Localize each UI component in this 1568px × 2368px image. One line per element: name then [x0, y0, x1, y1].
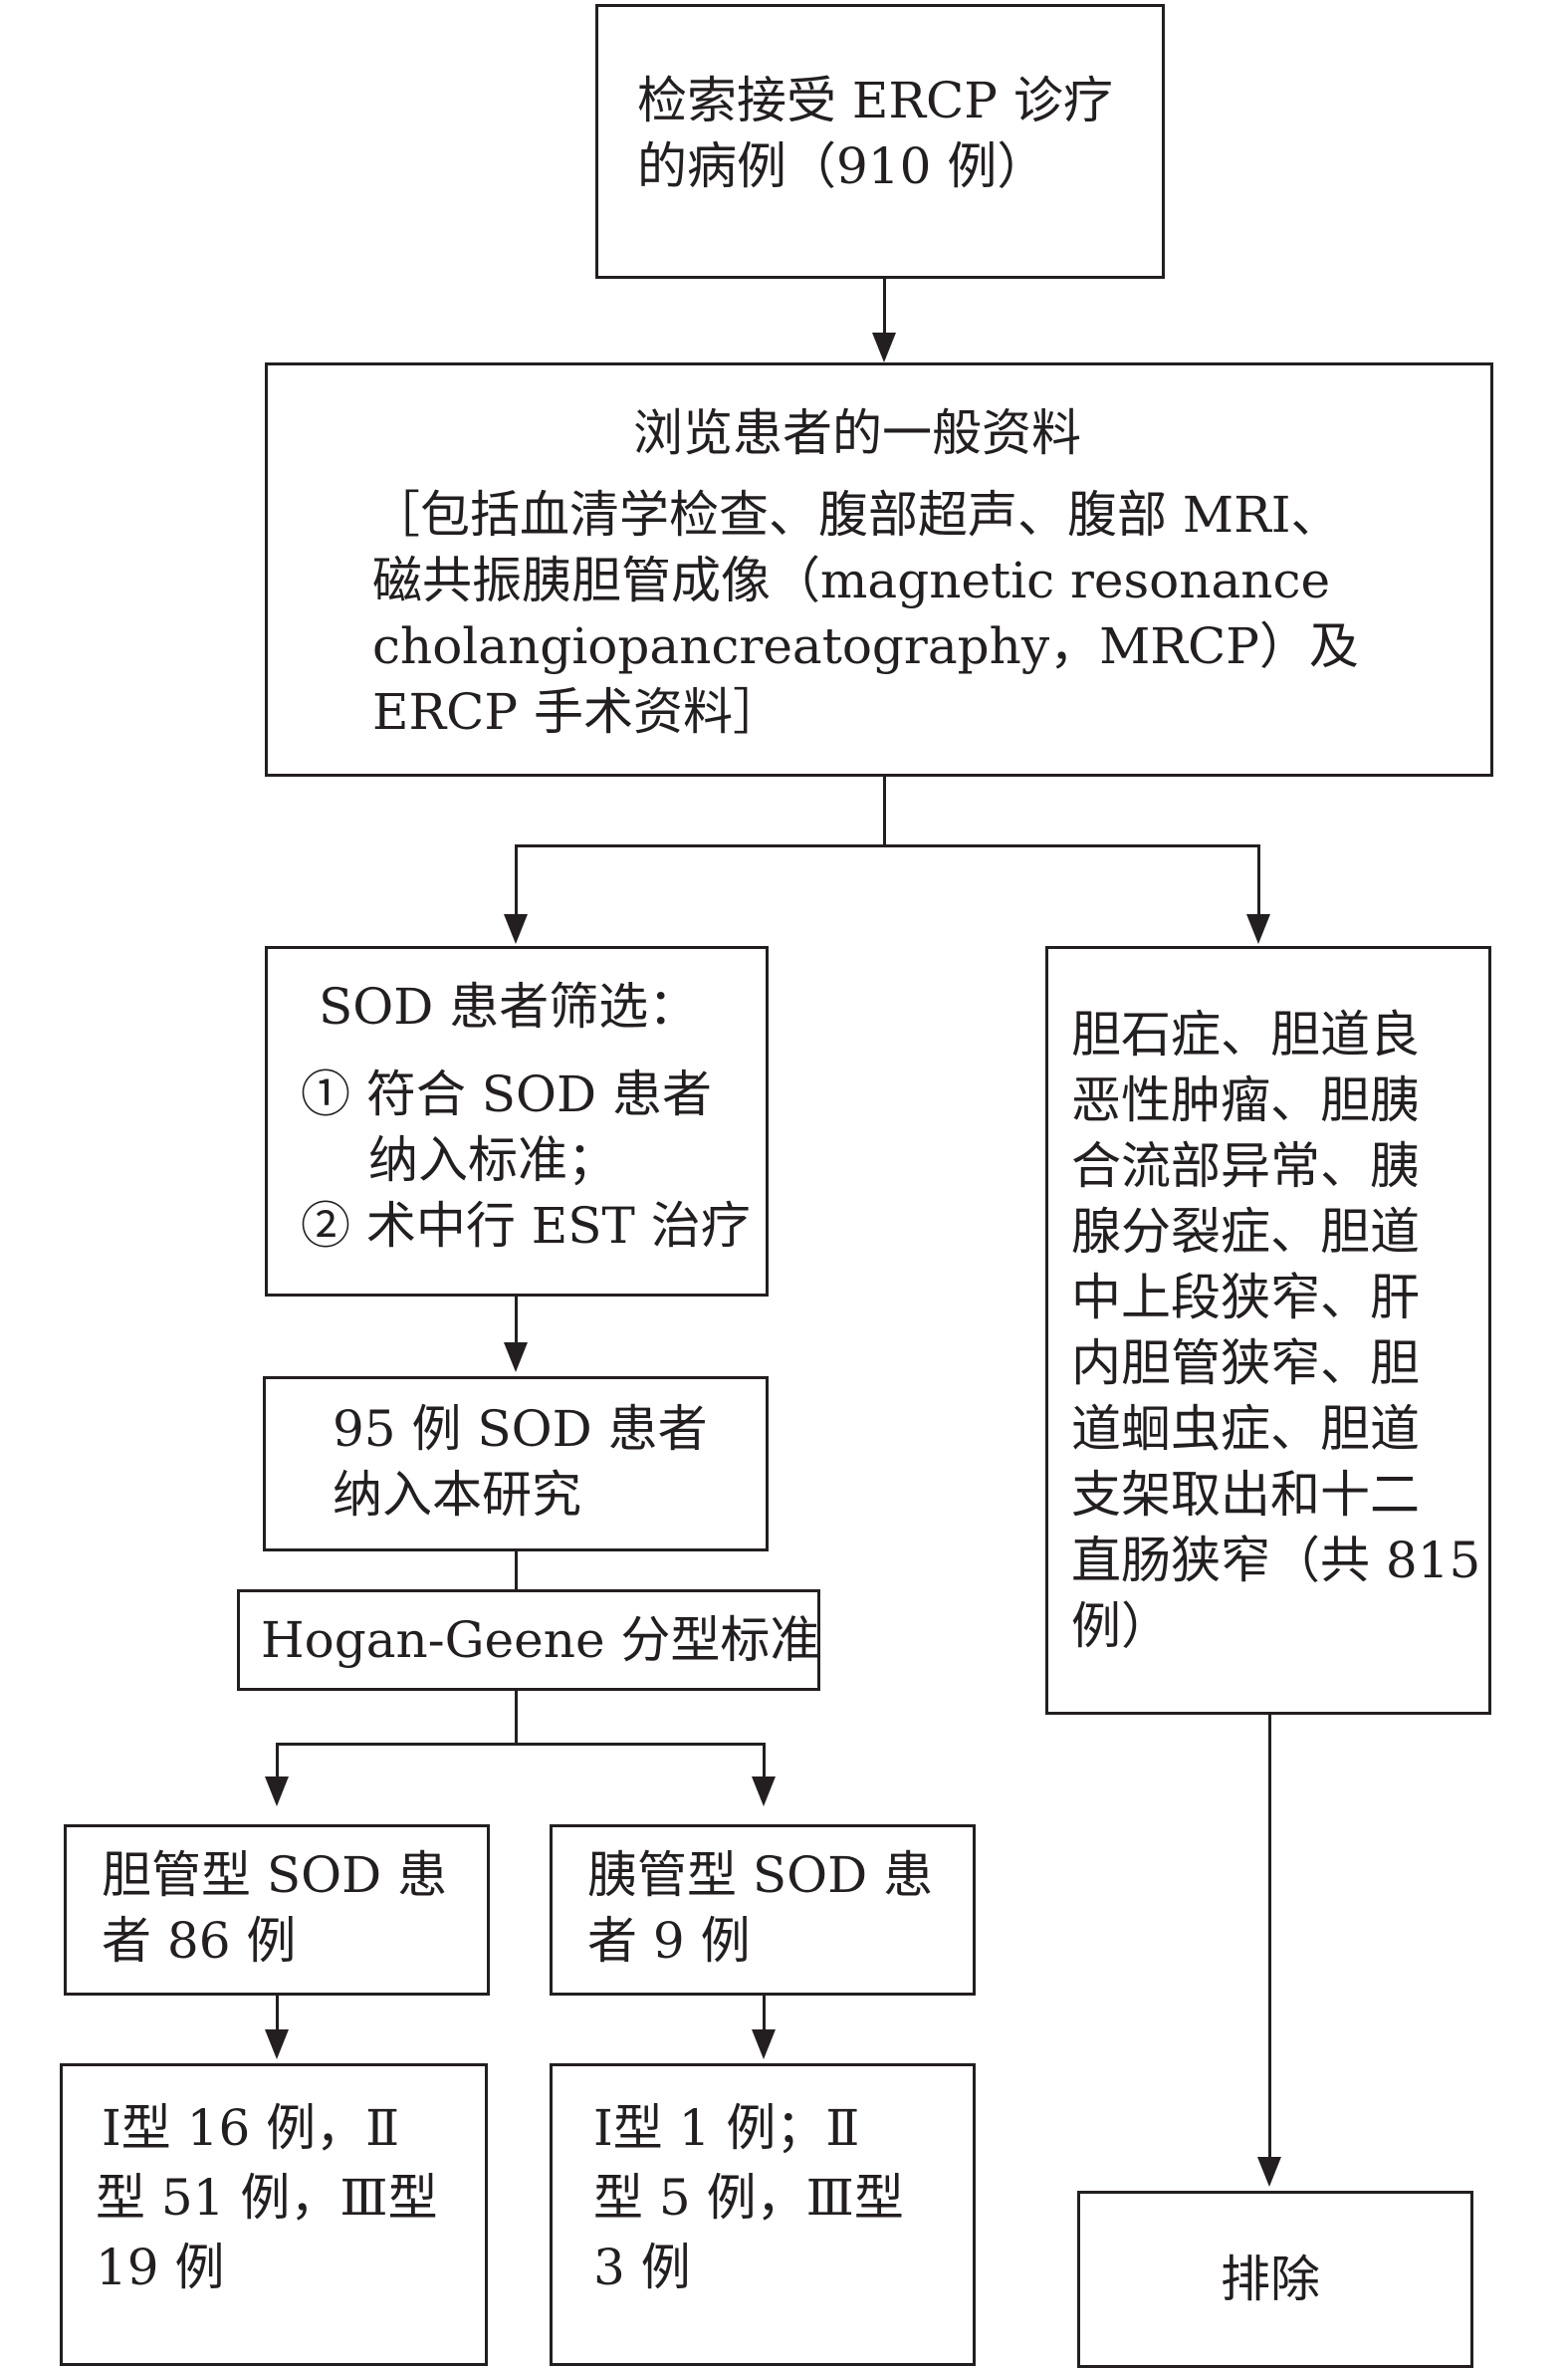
biliary-types-box — [60, 2063, 488, 2366]
screening-title: SOD 患者筛选： — [319, 978, 699, 1036]
arrow-to-included — [504, 1342, 528, 1372]
classification-box — [237, 1589, 820, 1691]
screening-box — [265, 946, 769, 1297]
arrow-to-pancreatic-types — [752, 2029, 776, 2059]
excluded-conditions-line-6: 内胆管狭窄、胆 — [1071, 1334, 1420, 1392]
arrow-to-exclude — [1257, 2157, 1281, 2187]
connector-split-horizontal — [276, 1743, 766, 1746]
connector-branch-left — [515, 844, 518, 916]
connector-biliary-types — [276, 1996, 279, 2031]
pancreatic-types-box — [550, 2063, 976, 2366]
included-line-1: 95 例 SOD 患者 — [333, 1400, 708, 1458]
connector-screening-included — [515, 1297, 518, 1344]
exclude-label: 排除 — [1221, 2250, 1320, 2308]
screening-item-1-line-2: 纳入标准； — [368, 1131, 617, 1189]
connector-branch-horizontal — [515, 844, 1260, 847]
biliary-types-line-2: 型 51 例，Ⅲ型 — [96, 2169, 438, 2227]
screening-item-1-line-1: ① 符合 SOD 患者 — [301, 1066, 713, 1123]
biliary-sod-line-1: 胆管型 SOD 患 — [102, 1846, 448, 1904]
pancreatic-sod-box — [550, 1824, 976, 1996]
connector-split-right — [763, 1743, 766, 1778]
classification-label: Hogan-Geene 分型标准 — [261, 1611, 820, 1669]
review-line-1: ［包括血清学检查、腹部超声、腹部 MRI、 — [370, 486, 1341, 544]
arrow-to-review — [872, 333, 896, 362]
excluded-conditions-line-3: 合流部异常、胰 — [1071, 1137, 1420, 1195]
review-line-2: 磁共振胰胆管成像（magnetic resonance — [372, 552, 1331, 609]
connector-split-left — [276, 1743, 279, 1778]
search-line-2: 的病例（910 例） — [637, 137, 1047, 195]
excluded-conditions-line-8: 支架取出和十二 — [1071, 1466, 1420, 1524]
review-line-4: ERCP 手术资料］ — [372, 683, 783, 741]
screening-item-2: ② 术中行 EST 治疗 — [301, 1197, 751, 1255]
included-line-2: 纳入本研究 — [333, 1466, 581, 1524]
pancreatic-sod-line-1: 胰管型 SOD 患 — [587, 1846, 934, 1904]
included-box — [263, 1376, 769, 1551]
biliary-sod-box — [64, 1824, 490, 1996]
excluded-conditions-box — [1045, 946, 1491, 1715]
connector-pancreatic-types — [763, 1996, 766, 2031]
exclude-box — [1077, 2191, 1473, 2368]
arrow-to-biliary — [265, 1776, 289, 1806]
excluded-conditions-line-9: 直肠狭窄（共 815 — [1071, 1532, 1481, 1589]
arrow-to-screening — [504, 914, 528, 944]
biliary-sod-line-2: 者 86 例 — [102, 1912, 297, 1970]
connector-search-review — [883, 275, 886, 335]
review-line-3: cholangiopancreatography，MRCP）及 — [372, 617, 1359, 675]
connector-classification-down — [515, 1689, 518, 1745]
connector-conditions-exclude — [1268, 1713, 1271, 2159]
connector-branch-right — [1257, 844, 1260, 916]
pancreatic-types-line-1: Ⅰ型 1 例；Ⅱ — [593, 2099, 860, 2157]
arrow-to-pancreatic — [752, 1776, 776, 1806]
connector-review-down — [883, 775, 886, 846]
connector-included-classification — [515, 1551, 518, 1591]
biliary-types-line-3: 19 例 — [96, 2239, 225, 2296]
excluded-conditions-line-4: 腺分裂症、胆道 — [1071, 1203, 1420, 1261]
excluded-conditions-line-2: 恶性肿瘤、胆胰 — [1071, 1071, 1420, 1129]
review-box — [265, 362, 1493, 777]
review-title: 浏览患者的一般资料 — [633, 404, 1081, 462]
pancreatic-types-line-3: 3 例 — [593, 2239, 691, 2296]
biliary-types-line-1: Ⅰ型 16 例，Ⅱ — [102, 2099, 400, 2157]
excluded-conditions-line-1: 胆石症、胆道良 — [1071, 1006, 1420, 1064]
arrow-to-biliary-types — [265, 2029, 289, 2059]
search-line-1: 检索接受 ERCP 诊疗 — [637, 72, 1113, 129]
pancreatic-sod-line-2: 者 9 例 — [587, 1912, 751, 1970]
pancreatic-types-line-2: 型 5 例，Ⅲ型 — [593, 2169, 904, 2227]
excluded-conditions-line-7: 道蛔虫症、胆道 — [1071, 1400, 1420, 1458]
arrow-to-excluded-conditions — [1246, 914, 1270, 944]
excluded-conditions-line-10: 例） — [1071, 1597, 1171, 1655]
excluded-conditions-line-5: 中上段狭窄、肝 — [1071, 1269, 1420, 1326]
search-box — [595, 4, 1165, 279]
